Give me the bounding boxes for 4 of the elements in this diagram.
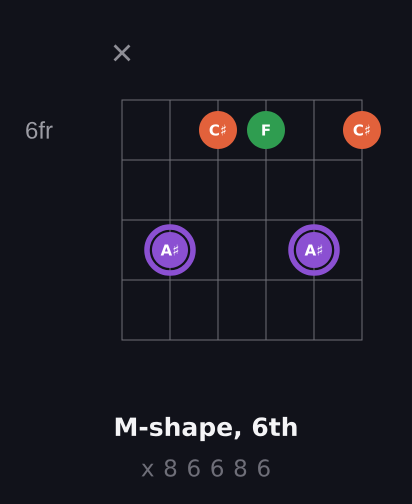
title: M-shape, 6th [116, 416, 297, 442]
fingering: x 8 6 6 8 6 [142, 459, 270, 477]
mute-mark: × [114, 44, 130, 62]
fret-number: 6fr [26, 121, 53, 139]
